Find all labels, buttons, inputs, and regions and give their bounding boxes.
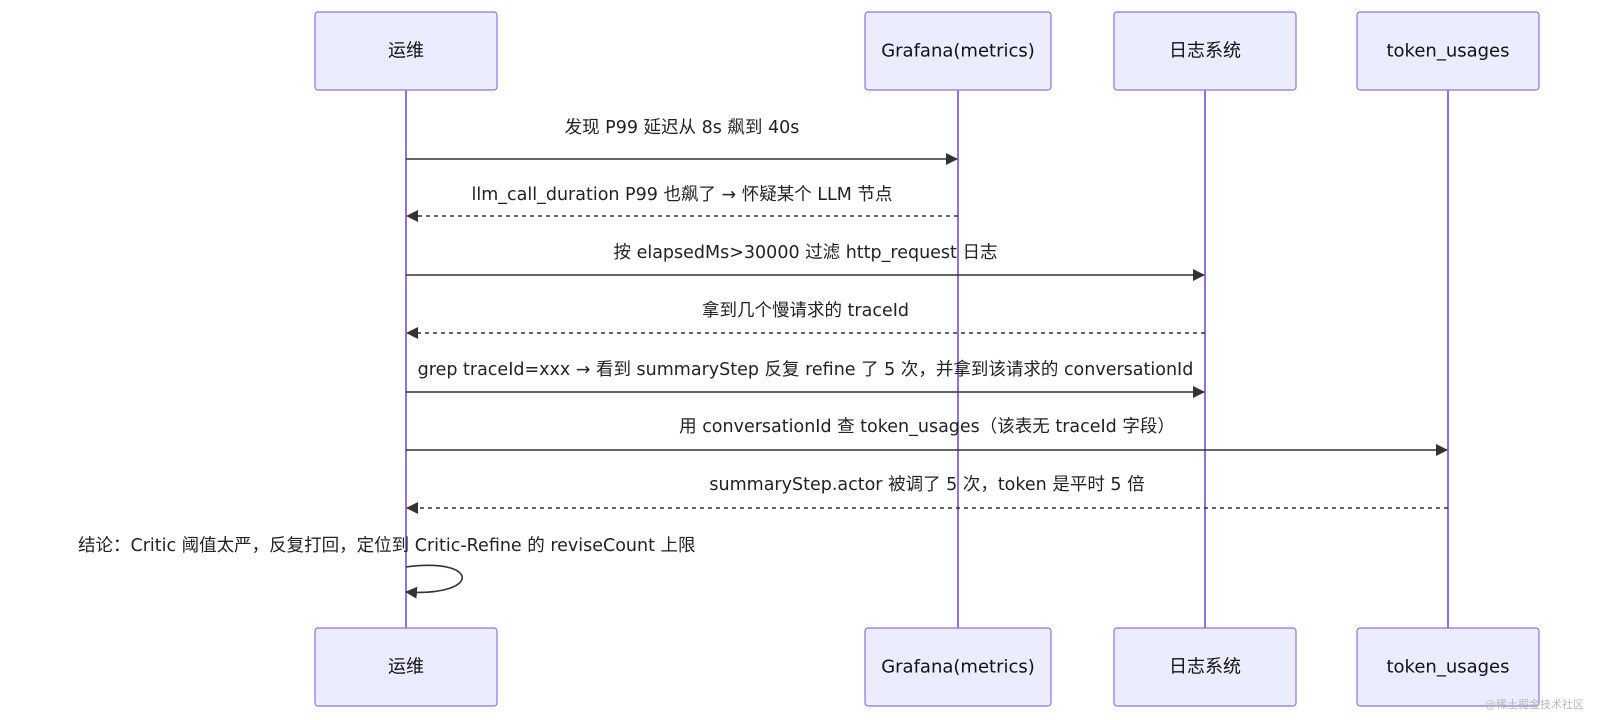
actor-box-grafana-top: Grafana(metrics)	[864, 11, 1052, 91]
message-label: grep traceId=xxx → 看到 summaryStep 反复 ref…	[418, 359, 1194, 380]
message-label: 用 conversationId 查 token_usages（该表无 trac…	[679, 417, 1175, 437]
message-2: llm_call_duration P99 也飙了 → 怀疑某个 LLM 节点	[406, 185, 958, 222]
actor-box-logs-top: 日志系统	[1113, 11, 1297, 91]
message-5: grep traceId=xxx → 看到 summaryStep 反复 ref…	[406, 359, 1205, 398]
message-4: 拿到几个慢请求的 traceId	[406, 300, 1205, 339]
watermark: @稀土掘金技术社区	[1485, 698, 1584, 711]
actor-label-logs: 日志系统	[1169, 41, 1241, 62]
message-1: 发现 P99 延迟从 8s 飙到 40s	[406, 118, 958, 165]
message-label: 拿到几个慢请求的 traceId	[702, 300, 909, 321]
message-7: summaryStep.actor 被调了 5 次，token 是平时 5 倍	[406, 475, 1448, 514]
actor-label-logs: 日志系统	[1169, 657, 1241, 678]
actor-box-ops-bottom: 运维	[314, 627, 498, 707]
actor-label-grafana: Grafana(metrics)	[881, 657, 1035, 678]
actor-label-grafana: Grafana(metrics)	[881, 41, 1035, 62]
actor-label-tokens: token_usages	[1386, 41, 1509, 62]
actor-label-ops: 运维	[388, 657, 424, 678]
message-label: 发现 P99 延迟从 8s 飙到 40s	[565, 118, 800, 138]
actor-box-ops-top: 运维	[314, 11, 498, 91]
actor-box-tokens-bottom: token_usages	[1356, 627, 1540, 707]
message-label: llm_call_duration P99 也飙了 → 怀疑某个 LLM 节点	[472, 185, 893, 205]
message-label: 按 elapsedMs>30000 过滤 http_request 日志	[614, 243, 998, 263]
actor-label-ops: 运维	[388, 41, 424, 62]
actor-box-logs-bottom: 日志系统	[1113, 627, 1297, 707]
message-label: 结论：Critic 阈值太严，反复打回，定位到 Critic-Refine 的 …	[78, 536, 696, 556]
actor-box-tokens-top: token_usages	[1356, 11, 1540, 91]
message-label: summaryStep.actor 被调了 5 次，token 是平时 5 倍	[709, 475, 1144, 495]
self-loop-arrow	[405, 564, 464, 599]
actor-label-tokens: token_usages	[1386, 657, 1509, 678]
message-6: 用 conversationId 查 token_usages（该表无 trac…	[406, 417, 1448, 456]
message-3: 按 elapsedMs>30000 过滤 http_request 日志	[406, 243, 1205, 281]
actor-box-grafana-bottom: Grafana(metrics)	[864, 627, 1052, 707]
message-8: 结论：Critic 阈值太严，反复打回，定位到 Critic-Refine 的 …	[78, 536, 696, 599]
